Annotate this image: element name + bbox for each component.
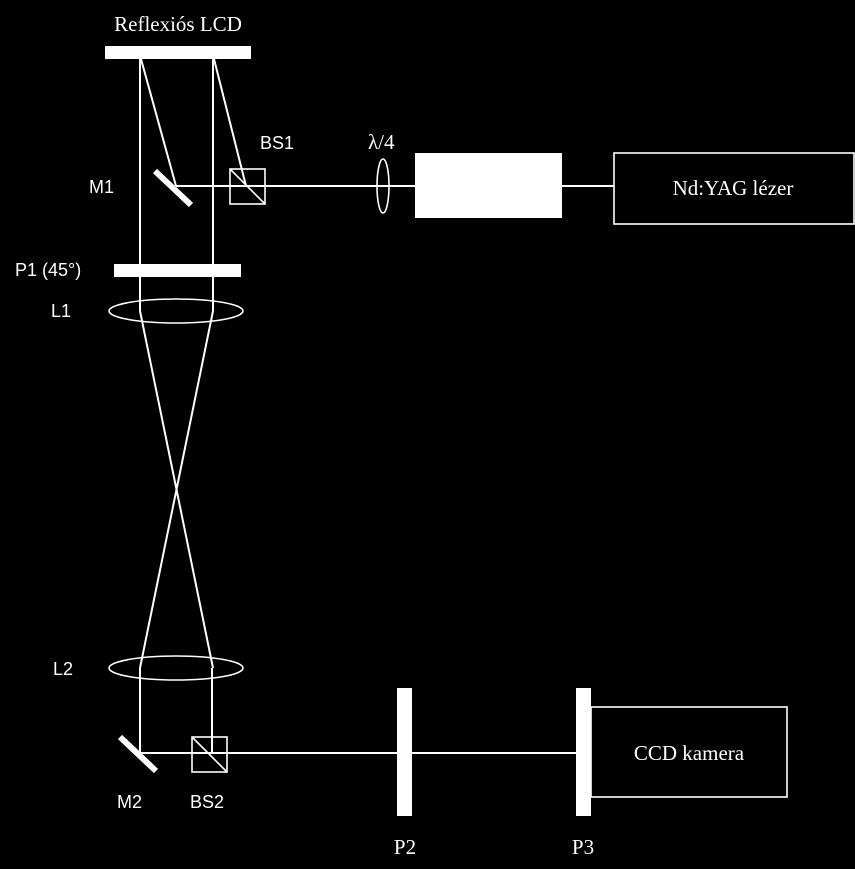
- beamsplitter-bs2: [191, 736, 228, 773]
- l2-label: L2: [53, 659, 73, 679]
- polarizer-p3: [576, 688, 591, 816]
- bs2-label: BS2: [190, 792, 224, 812]
- polarizer-p1: [114, 264, 241, 277]
- p3-label: P3: [572, 835, 594, 859]
- beam-cross-b: [139, 310, 214, 669]
- lens-l1: [108, 298, 244, 324]
- m1-label: M1: [89, 177, 114, 197]
- m2-label: M2: [117, 792, 142, 812]
- mirror-m1: [152, 168, 194, 208]
- camera-label: CCD kamera: [634, 741, 745, 765]
- quarter-wave-plate: [376, 158, 390, 214]
- reflective-lcd: [105, 46, 251, 59]
- bs1-label: BS1: [260, 133, 294, 153]
- mirror-m2: [117, 734, 159, 774]
- polarizer-p2: [397, 688, 412, 816]
- beamsplitter-bs1: [229, 168, 266, 205]
- ccd-camera-box: [590, 706, 788, 798]
- lens-l2: [108, 655, 244, 681]
- p2-label: P2: [394, 835, 416, 859]
- laser-box: [613, 152, 855, 225]
- laser-label: Nd:YAG lézer: [673, 176, 794, 200]
- beam-lcd-to-m1: [140, 58, 177, 187]
- lambda-label: λ/4: [368, 130, 395, 154]
- beam-lcd-to-bs1: [213, 58, 247, 187]
- p1-label: P1 (45°): [15, 260, 81, 280]
- lcd-label: Reflexiós LCD: [114, 12, 242, 36]
- l1-label: L1: [51, 301, 71, 321]
- beam-expander-block: [415, 153, 562, 218]
